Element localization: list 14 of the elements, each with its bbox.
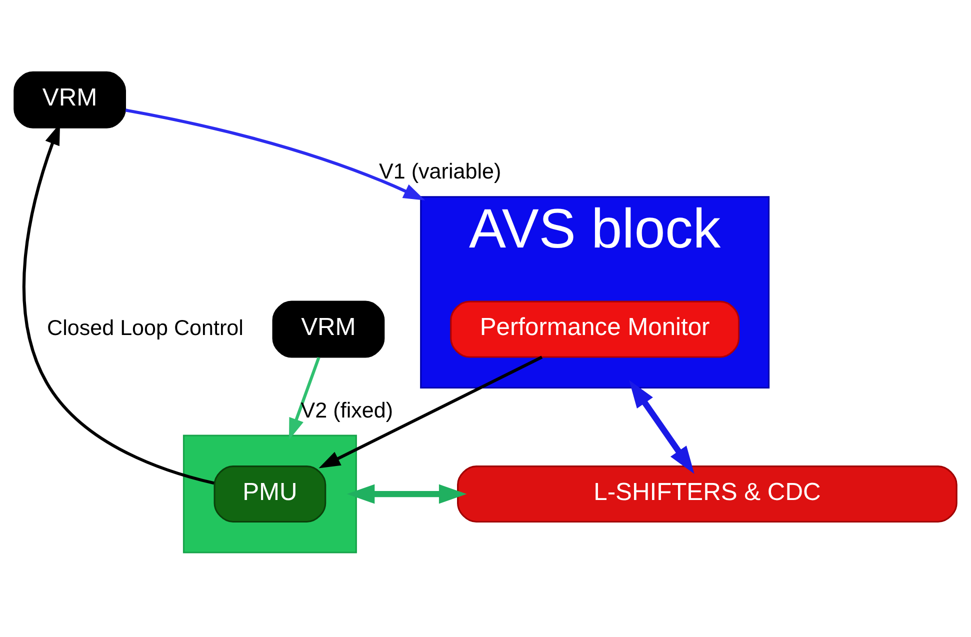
node-box: L-SHIFTERS & CDC	[457, 466, 958, 522]
edge-label: Closed Loop Control	[47, 314, 244, 340]
cluster	[182, 434, 357, 554]
arrow	[629, 380, 694, 474]
node-box: VRM	[14, 71, 126, 128]
edge-label: V1 (variable)	[379, 158, 502, 184]
arrow	[346, 484, 467, 504]
arrow	[125, 108, 426, 200]
arrow	[318, 356, 543, 468]
edge-label: V2 (fixed)	[300, 397, 394, 422]
node-box: VRM	[272, 300, 385, 358]
node-box: Performance Monitor	[450, 300, 740, 358]
node-box: PMU	[214, 466, 326, 522]
arrow	[288, 357, 320, 440]
